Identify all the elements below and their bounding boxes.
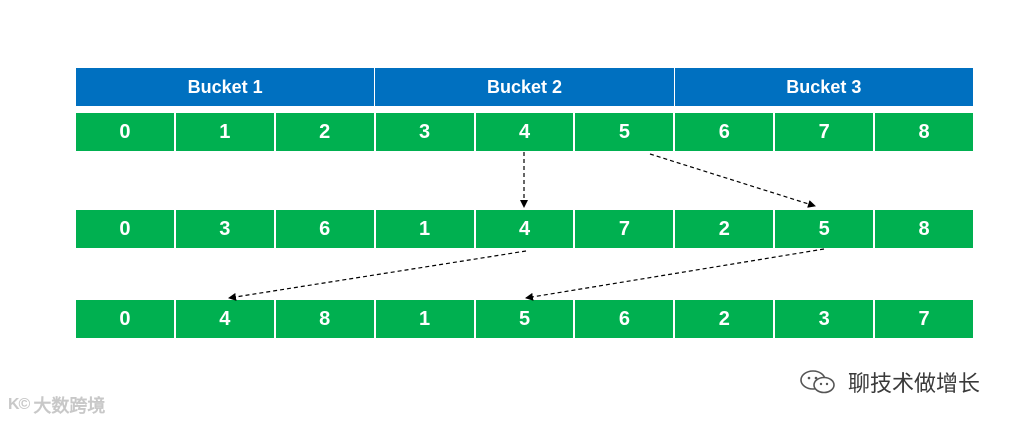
row1-cell: 6 <box>675 113 776 151</box>
row2-cell: 4 <box>475 210 576 248</box>
row3-cell: 4 <box>175 300 276 338</box>
bucket-header-1: Bucket 1 <box>76 68 376 106</box>
row3-cell: 6 <box>575 300 676 338</box>
bucket-header-3: Bucket 3 <box>674 68 973 106</box>
row3-cell: 0 <box>76 300 176 338</box>
row2-cell: 3 <box>175 210 276 248</box>
watermark-left: K© 大数跨境 <box>8 392 105 418</box>
arrow-4-to-bucket1 <box>228 250 527 301</box>
row2-cell: 2 <box>675 210 776 248</box>
watermark-left-text: 大数跨境 <box>33 396 106 416</box>
row3-cell: 1 <box>375 300 476 338</box>
row2-cell: 8 <box>875 210 974 248</box>
row1-cell: 5 <box>575 113 676 151</box>
arrow-5-to-bucket2 <box>525 248 825 301</box>
watermark-logo-icon: K© <box>8 396 30 413</box>
second-order-row: 0 3 6 1 4 7 2 5 8 <box>76 210 974 248</box>
row1-cell: 1 <box>175 113 276 151</box>
row2-cell: 6 <box>275 210 376 248</box>
row2-cell: 7 <box>575 210 676 248</box>
bucket-header-2: Bucket 2 <box>375 68 675 106</box>
bucket-header-row: Bucket 1 Bucket 2 Bucket 3 <box>76 68 973 106</box>
row1-cell: 3 <box>375 113 476 151</box>
row3-cell: 3 <box>775 300 876 338</box>
row1-cell: 8 <box>875 113 974 151</box>
row1-cell: 4 <box>475 113 576 151</box>
original-order-row: 0 1 2 3 4 5 6 7 8 <box>76 113 974 151</box>
arrow-5-to-bucket3 <box>649 153 816 208</box>
row2-cell: 0 <box>76 210 176 248</box>
row1-cell: 0 <box>76 113 176 151</box>
row2-cell: 1 <box>375 210 476 248</box>
row1-cell: 7 <box>775 113 876 151</box>
row3-cell: 7 <box>875 300 974 338</box>
row3-cell: 8 <box>275 300 376 338</box>
watermark-right: 聊技术做增长 <box>798 366 980 398</box>
third-order-row: 0 4 8 1 5 6 2 3 7 <box>76 300 974 338</box>
row1-cell: 2 <box>275 113 376 151</box>
row3-cell: 2 <box>675 300 776 338</box>
row2-cell: 5 <box>775 210 876 248</box>
wechat-icon <box>800 370 835 394</box>
row3-cell: 5 <box>475 300 576 338</box>
watermark-right-text: 聊技术做增长 <box>848 371 981 396</box>
